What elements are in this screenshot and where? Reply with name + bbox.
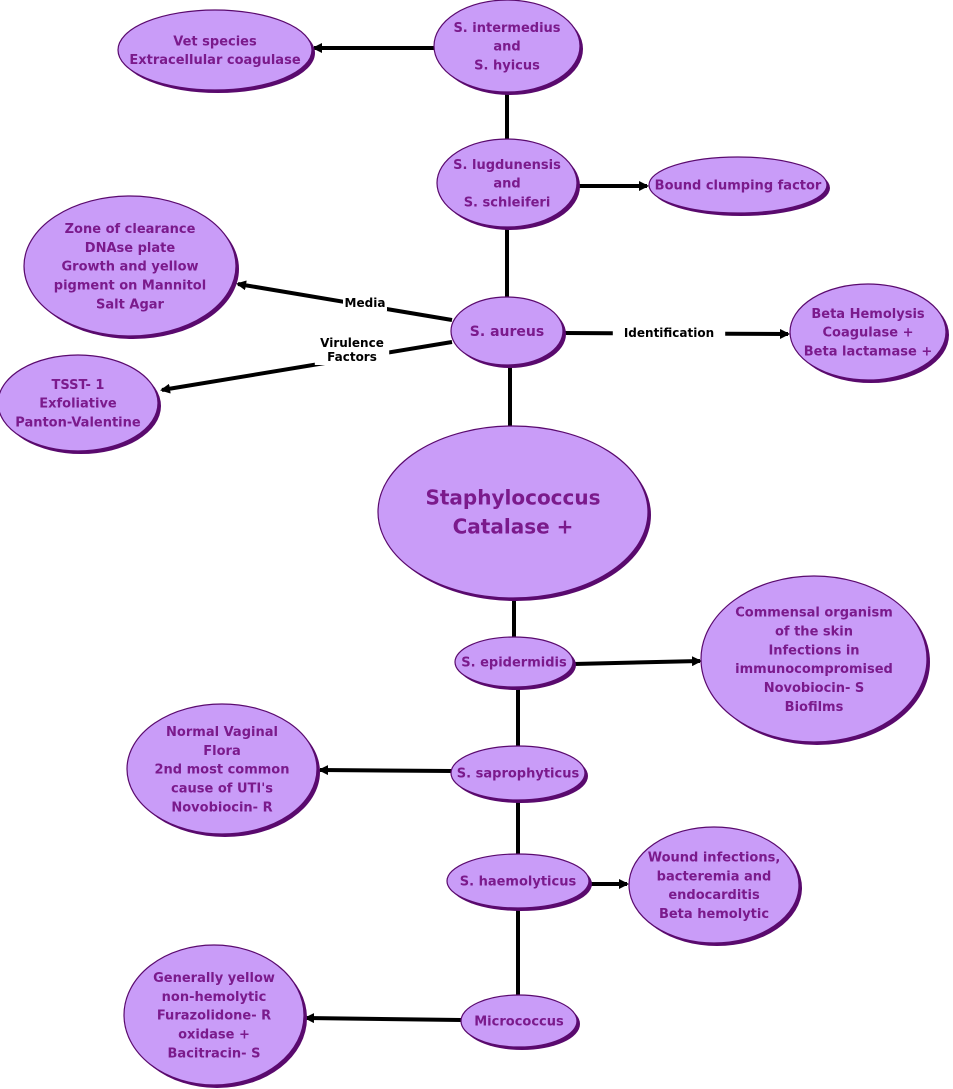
edge-label-virulence-line-2: Factors	[327, 350, 377, 364]
node-zone-line-2: DNAse plate	[85, 241, 176, 256]
node-yellow-line-3: Furazolidone- R	[157, 1009, 271, 1024]
node-staph-line-2: Catalase +	[453, 515, 574, 539]
node-epidermidis: S. epidermidis	[454, 636, 576, 690]
node-aureus-line-1: S. aureus	[470, 324, 544, 340]
node-wound-shape	[628, 826, 800, 944]
node-zone-line-4: pigment on Mannitol	[54, 279, 206, 294]
node-tsst-line-1: TSST- 1	[52, 378, 105, 393]
node-zone-line-3: Growth and yellow	[61, 260, 198, 275]
node-intermedius-shape	[433, 0, 581, 93]
node-vaginal-line-3: 2nd most common	[154, 763, 289, 778]
node-saprophyticus-shape	[450, 745, 586, 801]
node-haemolyticus-shape	[446, 853, 590, 909]
node-beta-line-1: Beta Hemolysis	[811, 307, 925, 322]
node-yellow: Generally yellow non-hemolyticFurazolidon…	[123, 944, 307, 1088]
node-zone-line-1: Zone of clearance	[65, 222, 196, 237]
edge-label-identification: Identification	[624, 326, 714, 340]
node-staph-shape	[377, 425, 649, 599]
node-commensal-line-4: immunocompromised	[735, 662, 893, 677]
node-haemolyticus: S. haemolyticus	[446, 853, 592, 911]
node-saprophyticus: S. saprophyticus	[450, 745, 588, 803]
node-yellow-shape	[123, 944, 305, 1086]
node-wound-line-2: bacteremia and	[657, 869, 772, 884]
node-intermedius: S. intermedius and S. hyicus	[433, 0, 583, 95]
node-vaginal-line-4: cause of UTI's	[171, 782, 273, 797]
node-wound-line-1: Wound infections,	[648, 850, 781, 865]
node-yellow-line-4: oxidase +	[178, 1028, 250, 1043]
node-commensal-line-1: Commensal organism	[735, 606, 893, 621]
node-aureus-shape	[450, 296, 564, 366]
node-vaginal-line-2: Flora	[203, 744, 240, 759]
node-lugdunensis-line-2: and	[493, 177, 520, 192]
node-micrococcus-shape	[460, 994, 578, 1048]
node-vaginal-line-5: Novobiocin- R	[171, 800, 272, 815]
node-beta-shape	[789, 283, 947, 381]
node-wound: Wound infections, bacteremia and endocardi…	[628, 826, 802, 946]
node-wound-line-3: endocarditis	[668, 888, 760, 903]
node-beta-line-2: Coagulase +	[822, 326, 913, 341]
node-lugdunensis-line-3: S. schleiferi	[464, 196, 551, 211]
node-yellow-line-2: non-hemolytic	[162, 990, 267, 1005]
node-micrococcus-line-1: Micrococcus	[474, 1015, 564, 1030]
node-vet-line-2: Extracellular coagulase	[129, 53, 300, 68]
node-zone-line-5: Salt Agar	[96, 297, 164, 312]
node-bound-shape	[648, 156, 828, 214]
node-bound: Bound clumping factor	[648, 156, 830, 216]
node-vaginal-line-1: Normal Vaginal	[166, 725, 278, 740]
node-commensal-line-6: Biofilms	[785, 700, 844, 715]
edge-label-media: Media	[345, 296, 386, 310]
edge-label-media-background	[343, 295, 387, 311]
edge-aureus-tsst	[160, 340, 453, 394]
node-tsst-line-3: Panton-Valentine	[15, 416, 141, 431]
edge-label-identification-background	[612, 325, 726, 341]
node-intermedius-line-2: and	[493, 40, 520, 55]
node-lugdunensis: S. lugdunensis and S. schleiferi	[436, 138, 580, 230]
node-epidermidis-shape	[454, 636, 574, 688]
node-zone-shape	[23, 195, 237, 337]
node-yellow-line-5: Bacitracin- S	[168, 1046, 261, 1061]
node-vaginal-shape	[126, 703, 318, 835]
node-beta-line-3: Beta lactamase +	[804, 345, 932, 360]
edge-epidermidis-commensal	[573, 656, 702, 667]
node-commensal-shape	[700, 575, 928, 743]
node-commensal-line-3: Infections in	[768, 643, 859, 658]
node-yellow-line-1: Generally yellow	[153, 971, 275, 986]
node-vet-line-1: Vet species	[173, 34, 257, 49]
node-lugdunensis-shape	[436, 138, 578, 228]
edge-saprophyticus-vaginal	[318, 765, 453, 776]
node-lugdunensis-line-1: S. lugdunensis	[453, 158, 561, 173]
edge-label-virulence-line-1: Virulence	[320, 336, 384, 350]
node-staph-line-1: Staphylococcus	[425, 486, 600, 510]
node-commensal: Commensal organism of the skinInfections …	[700, 575, 930, 745]
edge-label-virulence-background	[314, 335, 390, 365]
node-wound-line-4: Beta hemolytic	[659, 907, 769, 922]
node-haemolyticus-line-1: S. haemolyticus	[460, 875, 577, 890]
node-commensal-line-2: of the skin	[775, 624, 853, 639]
node-vet-shape	[117, 9, 313, 91]
node-tsst-line-2: Exfoliative	[39, 397, 117, 412]
node-epidermidis-line-1: S. epidermidis	[461, 656, 567, 671]
node-commensal-line-5: Novobiocin- S	[764, 681, 865, 696]
node-aureus: S. aureus	[450, 296, 566, 368]
node-tsst-shape	[0, 354, 159, 452]
node-intermedius-line-1: S. intermedius	[453, 21, 560, 36]
node-saprophyticus-line-1: S. saprophyticus	[457, 767, 580, 782]
node-bound-line-1: Bound clumping factor	[655, 179, 822, 194]
node-micrococcus: Micrococcus	[460, 994, 580, 1050]
node-intermedius-line-3: S. hyicus	[474, 59, 540, 74]
edge-micrococcus-yellow	[304, 1013, 462, 1024]
